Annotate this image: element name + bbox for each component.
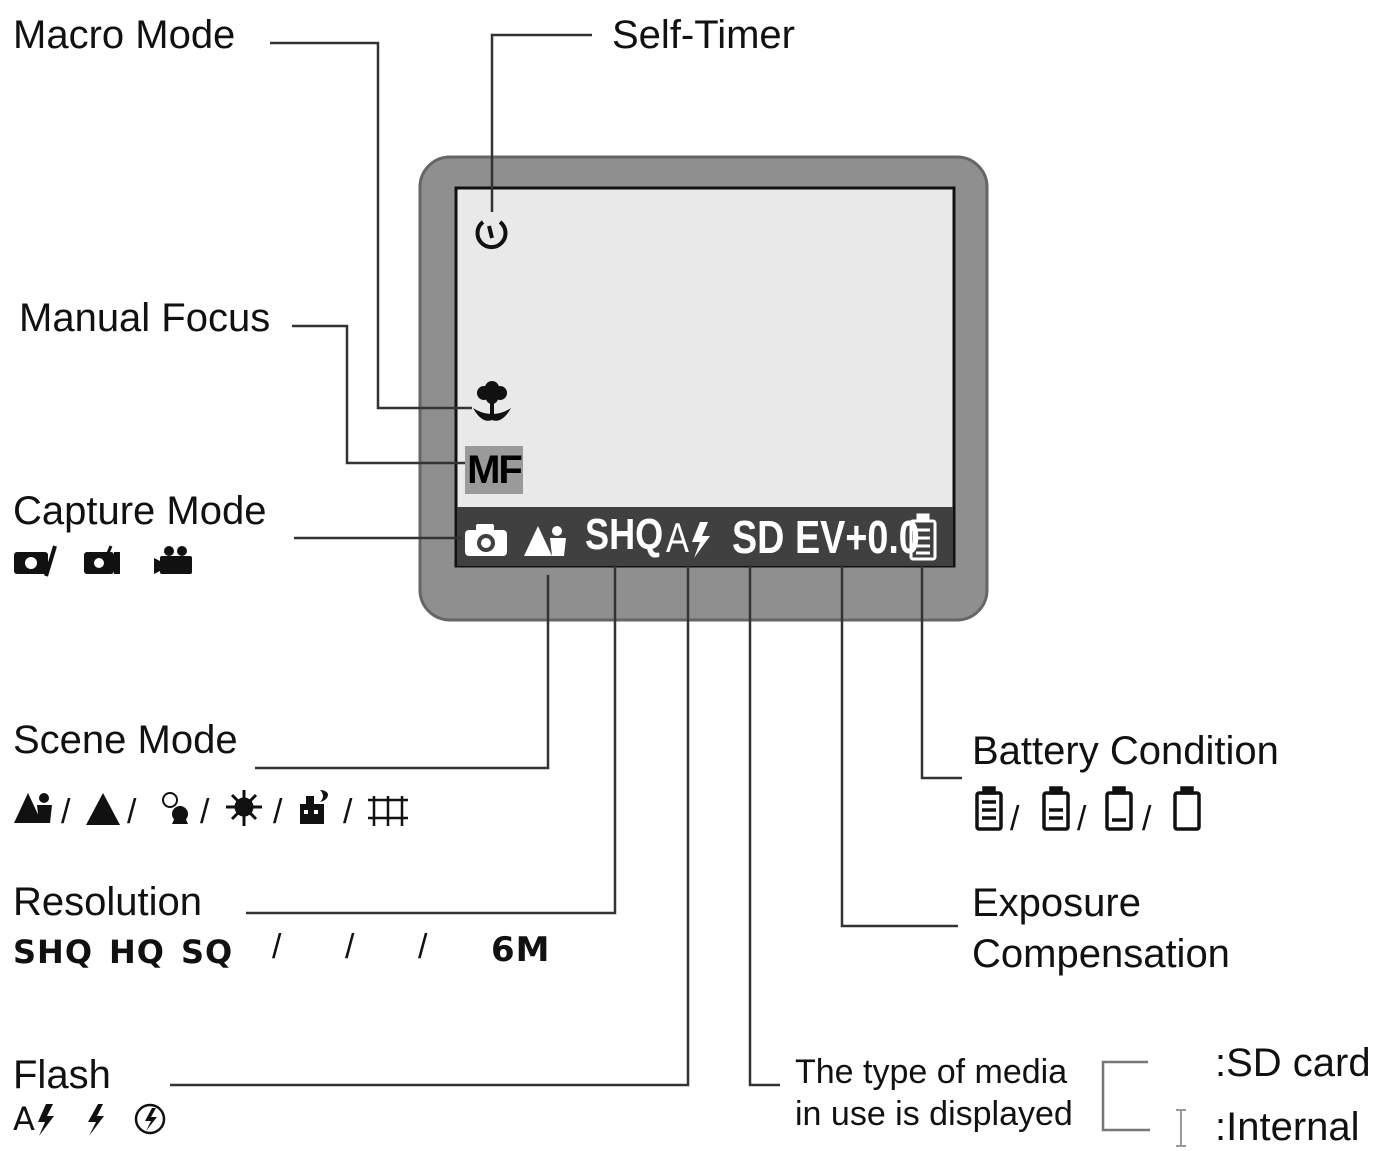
battery-slash-3: /	[1142, 800, 1152, 838]
scene-indoor-icon	[368, 796, 408, 826]
leader-resolution	[246, 565, 617, 915]
label-manual-focus: Manual Focus	[19, 296, 271, 340]
scene-mode-icons	[14, 790, 408, 826]
leader-flash	[170, 565, 690, 1087]
leader-macro	[270, 41, 472, 410]
label-self-timer: Self-Timer	[612, 13, 795, 57]
label-media-sd: :SD card	[1215, 1041, 1371, 1085]
flash-on-icon	[88, 1104, 104, 1136]
resolution-hq: HQ	[109, 933, 165, 971]
battery-condition-icons	[975, 786, 1201, 831]
scene-sunset-icon	[226, 790, 262, 826]
lcd-exposure: EV+0.0	[795, 511, 920, 563]
battery-icon	[909, 513, 937, 561]
label-flash: Flash	[13, 1053, 111, 1097]
leader-scene	[255, 575, 550, 770]
battery-one-third-icon	[1105, 786, 1133, 831]
leader-self-timer	[490, 33, 592, 212]
scene-slash-5: /	[343, 793, 353, 831]
flash-option-icons	[38, 1103, 166, 1136]
battery-empty-icon	[1173, 786, 1201, 831]
label-media-line2: in use is displayed	[795, 1095, 1073, 1133]
scene-portrait-icon	[14, 793, 52, 823]
label-capture-mode: Capture Mode	[13, 489, 267, 533]
label-media-internal: :Internal	[1215, 1105, 1360, 1149]
flash-off-icon	[134, 1103, 166, 1135]
capture-mode-icons	[14, 545, 192, 577]
flash-auto-letter: A	[13, 1100, 36, 1138]
flash-icon	[692, 522, 710, 558]
label-exposure: Exposure	[972, 881, 1141, 925]
resolution-slash-2: /	[345, 928, 355, 966]
lcd-screen	[454, 186, 956, 568]
lcd-resolution: SHQ	[585, 510, 664, 559]
resolution-6m: 6M	[491, 930, 551, 970]
camera-icon	[465, 524, 507, 556]
scene-slash-4: /	[273, 793, 283, 831]
flash-auto-bolt-icon	[38, 1104, 54, 1136]
label-resolution: Resolution	[13, 880, 203, 924]
lcd-flash-mode: A	[666, 514, 689, 561]
resolution-slash-1: /	[272, 928, 282, 966]
scene-slash-3: /	[200, 793, 210, 831]
scene-night-icon	[300, 790, 328, 824]
leader-media	[748, 565, 780, 1087]
resolution-sq: SQ	[181, 933, 234, 971]
timer-icon	[475, 220, 508, 250]
label-scene-mode: Scene Mode	[13, 718, 238, 762]
flower-icon	[473, 381, 511, 421]
leader-battery	[920, 565, 962, 780]
battery-slash-2: /	[1077, 800, 1087, 838]
internal-memory-icon	[1176, 1109, 1186, 1147]
leader-manual-focus	[292, 324, 465, 465]
label-battery-condition: Battery Condition	[972, 729, 1279, 773]
leader-exposure	[840, 565, 958, 928]
battery-two-thirds-icon	[1042, 786, 1070, 831]
lcd-media: SD	[732, 511, 785, 563]
label-macro-mode: Macro Mode	[13, 13, 236, 57]
battery-slash-1: /	[1010, 800, 1020, 838]
media-bracket	[1101, 1060, 1150, 1132]
scene-backlight-icon	[162, 792, 188, 824]
portrait-scene-icon	[524, 526, 566, 556]
label-media-line1: The type of media	[795, 1053, 1068, 1091]
lcd-manual-focus-badge: MF	[465, 446, 523, 494]
scene-slash-2: /	[127, 793, 137, 831]
battery-full-icon	[975, 786, 1003, 831]
resolution-shq: SHQ	[13, 933, 94, 971]
resolution-slash-3: /	[418, 928, 428, 966]
scene-slash-1: /	[61, 793, 71, 831]
label-compensation: Compensation	[972, 932, 1230, 976]
video-icon	[154, 546, 192, 574]
scene-landscape-icon	[86, 793, 120, 825]
